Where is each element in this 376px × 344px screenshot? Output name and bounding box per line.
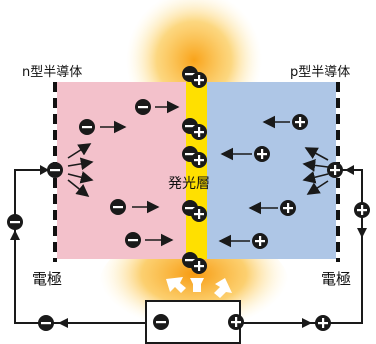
hole bbox=[191, 152, 207, 168]
electron bbox=[79, 119, 95, 135]
light-emission-icon bbox=[166, 277, 232, 298]
arrow-n-fan-2 bbox=[67, 157, 94, 171]
battery-negative-terminal bbox=[153, 314, 169, 330]
hole bbox=[191, 124, 207, 140]
electron bbox=[7, 214, 23, 230]
electron bbox=[38, 315, 54, 331]
n-type-label: n型半導体 bbox=[22, 65, 82, 80]
electron bbox=[47, 162, 63, 178]
hole bbox=[280, 200, 296, 216]
wire-arrow-right-top bbox=[345, 165, 354, 175]
arrow-p-fan-1 bbox=[304, 147, 329, 161]
hole bbox=[292, 114, 308, 130]
wire-arrow-right-down bbox=[357, 228, 367, 238]
emission-layer bbox=[186, 82, 207, 259]
arrow-p-fan-3 bbox=[302, 171, 329, 184]
n-type-region bbox=[57, 82, 186, 259]
hole bbox=[315, 315, 331, 331]
p-type-region bbox=[207, 82, 336, 259]
wire-arrow-bottom-left bbox=[58, 318, 68, 328]
hole bbox=[354, 202, 370, 218]
electron bbox=[125, 232, 141, 248]
electron bbox=[110, 199, 126, 215]
electrons bbox=[7, 66, 198, 331]
wire-arrow-left-up bbox=[10, 230, 20, 240]
hole bbox=[252, 233, 268, 249]
emission-layer-label: 発光層 bbox=[168, 176, 210, 192]
hole bbox=[327, 162, 343, 178]
wire-arrow-bottom-right bbox=[302, 318, 312, 328]
hole bbox=[191, 206, 207, 222]
arrow-n-fan-3 bbox=[67, 171, 94, 184]
electrode-left-label: 電極 bbox=[32, 270, 62, 288]
hole bbox=[191, 72, 207, 88]
arrow-n-fan-1 bbox=[67, 143, 92, 159]
arrow-p-fan-4 bbox=[306, 180, 329, 195]
holes bbox=[191, 72, 370, 331]
hole bbox=[254, 146, 270, 162]
wire-arrow-left-top bbox=[40, 165, 49, 175]
electron bbox=[135, 99, 151, 115]
electrode-right-label: 電極 bbox=[321, 270, 351, 288]
battery-positive-terminal bbox=[228, 314, 244, 330]
p-type-label: p型半導体 bbox=[290, 65, 350, 80]
arrow-p-fan-2 bbox=[302, 159, 329, 172]
hole bbox=[191, 258, 207, 274]
arrow-n-fan-4 bbox=[67, 179, 90, 197]
